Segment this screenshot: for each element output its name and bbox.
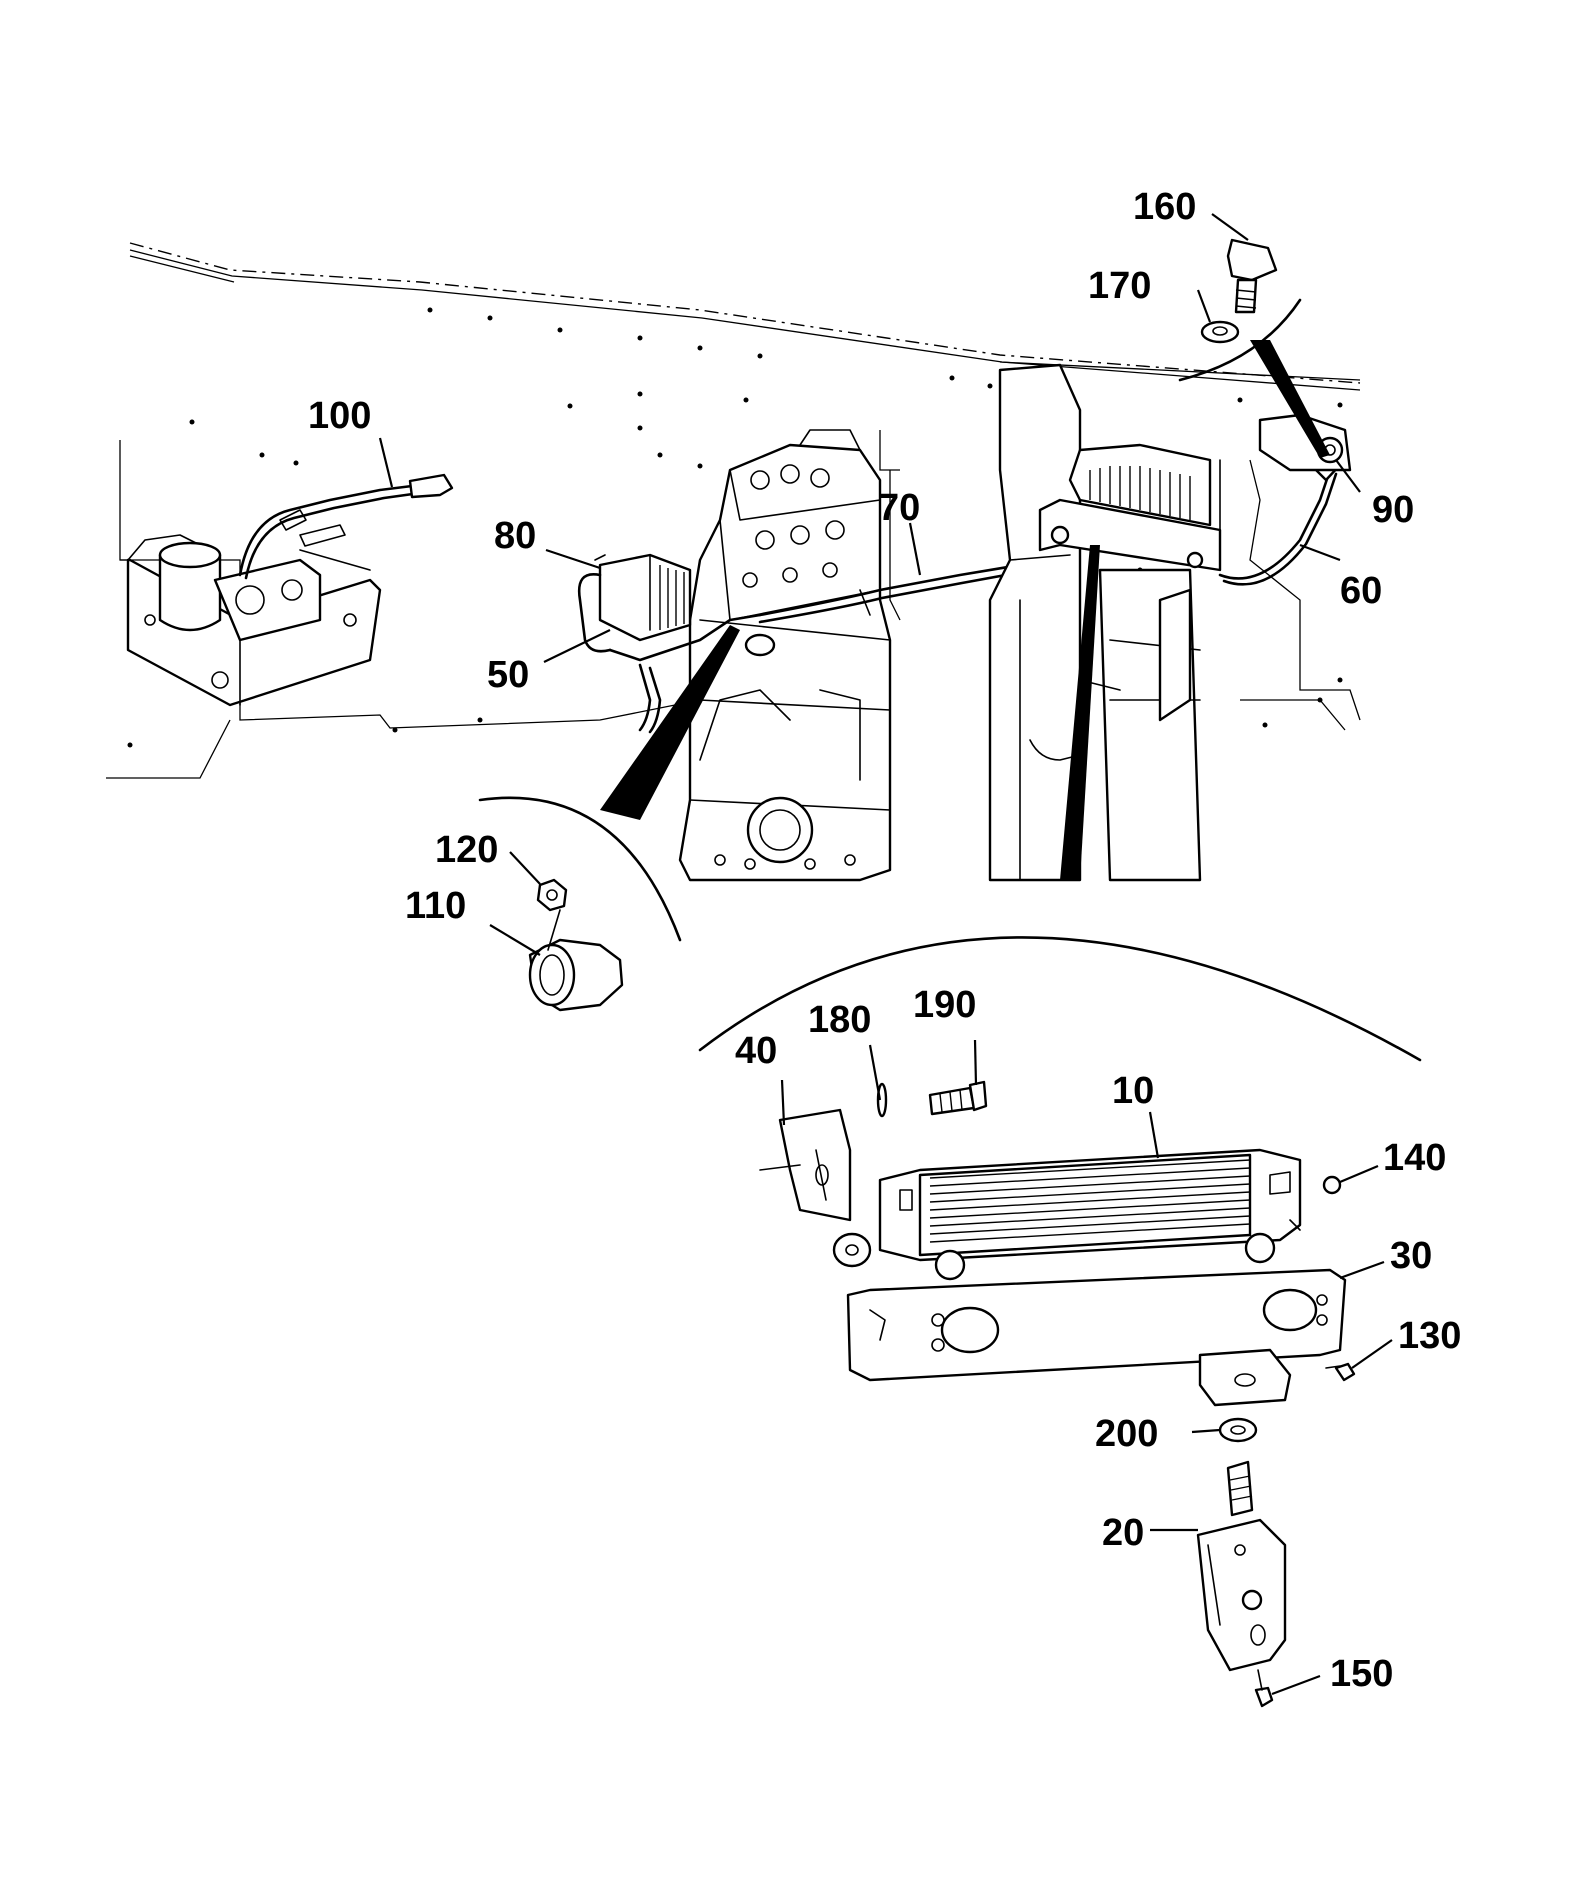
line-70	[758, 563, 1024, 624]
callout-20: 20	[1102, 1512, 1144, 1554]
callout-100: 100	[308, 395, 371, 437]
callout-80: 80	[494, 515, 536, 557]
line-60	[1218, 453, 1342, 586]
detail-bolt-160	[1178, 238, 1330, 458]
callout-110: 110	[405, 885, 466, 927]
callout-140: 140	[1383, 1137, 1446, 1179]
hose-100	[238, 473, 454, 580]
callout-90: 90	[1372, 489, 1414, 531]
callout-10: 10	[1112, 1070, 1154, 1112]
callout-160: 160	[1133, 186, 1196, 228]
callout-150: 150	[1330, 1653, 1393, 1695]
callout-120: 120	[435, 829, 498, 871]
callout-170: 170	[1088, 265, 1151, 307]
leader-lines	[378, 213, 1393, 1696]
callout-180: 180	[808, 999, 871, 1041]
callout-70: 70	[878, 487, 920, 529]
callout-30: 30	[1390, 1235, 1432, 1277]
callout-labels: 160 170 100 80 70 90 60 50 120 110 180 1…	[308, 186, 1461, 1695]
engine-block	[678, 429, 892, 882]
callout-190: 190	[913, 984, 976, 1026]
reservoir-assembly	[126, 524, 382, 707]
pump-assembly	[577, 553, 762, 734]
callout-40: 40	[735, 1030, 777, 1072]
detail-cooler-assembly	[698, 545, 1422, 1708]
callout-200: 200	[1095, 1413, 1158, 1455]
frame-rail	[988, 363, 1202, 882]
callout-130: 130	[1398, 1315, 1461, 1357]
cooler-installed	[1038, 443, 1222, 572]
callout-60: 60	[1340, 570, 1382, 612]
callout-50: 50	[487, 654, 529, 696]
detail-clip-110	[478, 625, 740, 1012]
